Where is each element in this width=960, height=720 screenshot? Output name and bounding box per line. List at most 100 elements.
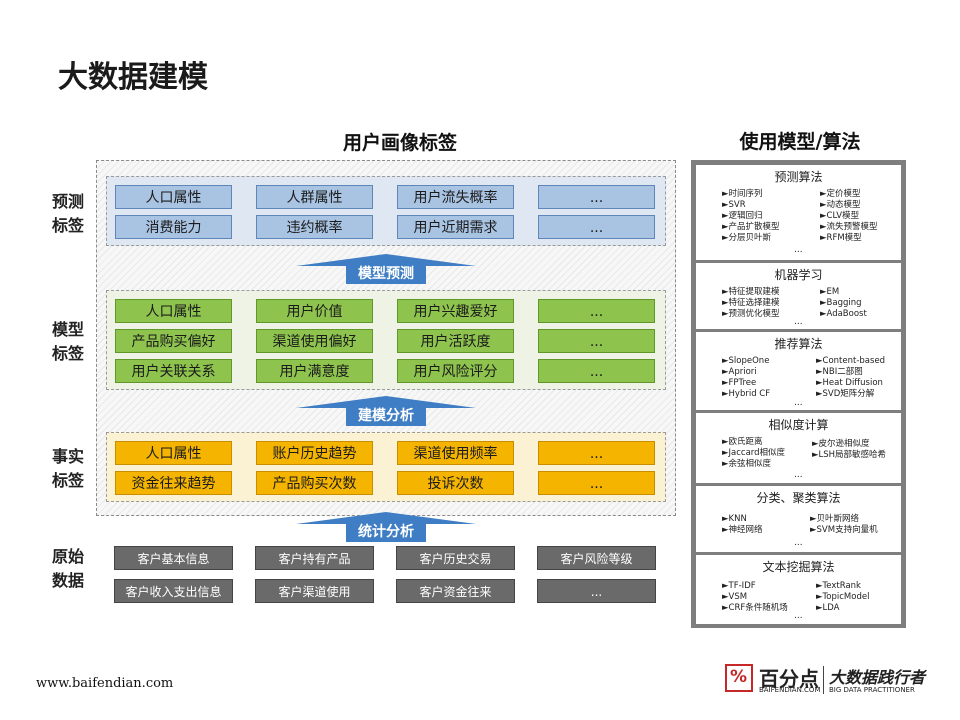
fact-cell: 账户历史趋势 <box>256 441 373 465</box>
algo-box-title: 机器学习 <box>774 268 823 282</box>
model-tag-label: 模型 标签 <box>52 318 84 366</box>
algo-item: ►TF-IDF <box>722 581 756 591</box>
algo-item: ►CRF条件随机场 <box>722 603 788 613</box>
raw-cell: 客户持有产品 <box>255 546 374 570</box>
fact-cell: 渠道使用频率 <box>397 441 514 465</box>
algo-item: ►余弦相似度 <box>722 459 772 469</box>
algo-item: ►动态模型 <box>820 200 861 210</box>
arrow-label: 建模分析 <box>358 408 414 424</box>
raw-cell: 客户资金往来 <box>396 579 515 603</box>
algo-item: ►皮尔逊相似度 <box>812 439 870 449</box>
algo-item: ►分层贝叶斯 <box>722 233 772 243</box>
label-line: 原始 <box>52 547 85 566</box>
label-line: 标签 <box>52 344 85 363</box>
raw-data-band: 客户基本信息 客户持有产品 客户历史交易 客户风险等级 客户收入支出信息 客户渠… <box>106 546 666 606</box>
algo-box-title: 文本挖掘算法 <box>762 560 835 574</box>
logo-slogan: 大数据践行者 <box>829 668 926 687</box>
arrow-head <box>296 512 476 524</box>
arrow-head <box>296 396 476 408</box>
algo-item: ►贝叶斯网络 <box>810 514 860 524</box>
algo-box-title: 分类、聚类算法 <box>756 491 841 505</box>
algo-item: ►逻辑回归 <box>722 211 763 221</box>
algo-item: ►NBI二部图 <box>816 367 863 377</box>
fact-cell: ... <box>538 471 655 495</box>
raw-cell: 客户收入支出信息 <box>114 579 233 603</box>
model-cell: 产品购买偏好 <box>115 329 232 353</box>
model-cell: ... <box>538 329 655 353</box>
predict-tag-label: 预测 标签 <box>52 190 84 238</box>
algo-item: ►SVR <box>722 200 746 210</box>
algo-item: ►Heat Diffusion <box>816 378 883 388</box>
algo-more: ... <box>794 538 803 548</box>
fact-cell: 产品购买次数 <box>256 471 373 495</box>
algo-item: ►FPTree <box>722 378 757 388</box>
algo-item: ►RFM模型 <box>820 233 862 243</box>
models-algorithms-title: 使用模型/算法 <box>739 131 861 153</box>
label-line: 标签 <box>52 471 85 490</box>
algo-item: ►SVD矩阵分解 <box>816 389 875 399</box>
algo-more: ... <box>794 470 803 480</box>
algo-item: ►CLV模型 <box>820 211 860 221</box>
raw-cell: 客户基本信息 <box>114 546 233 570</box>
algo-item: ►特征选择建模 <box>722 298 780 308</box>
model-cell: ... <box>538 359 655 383</box>
label-line: 数据 <box>52 571 85 590</box>
algo-item: ►SVM支持向量机 <box>810 525 878 535</box>
algo-item: ►定价模型 <box>820 189 861 199</box>
algorithms-panel: 预测算法 ►时间序列 ►SVR ►逻辑回归 ►产品扩散模型 ►分层贝叶斯 ►定价… <box>691 160 906 628</box>
arrow-shaft <box>346 408 426 426</box>
algo-box-similarity: 相似度计算 ►欧氏距离 ►Jaccard相似度 ►余弦相似度 ►皮尔逊相似度 ►… <box>696 413 901 483</box>
predict-cell: 人群属性 <box>256 185 373 209</box>
page-title: 大数据建模 <box>58 60 208 95</box>
arrow-shaft <box>346 524 426 542</box>
algo-box-classification-clustering: 分类、聚类算法 ►KNN ►神经网络 ►贝叶斯网络 ►SVM支持向量机 ... <box>696 486 901 552</box>
algo-item: ►TopicModel <box>816 592 870 602</box>
logo-slogan-en: BIG DATA PRACTITIONER <box>829 686 915 694</box>
arrow-head <box>296 254 476 266</box>
algo-item: ►Jaccard相似度 <box>722 448 786 458</box>
label-line: 模型 <box>52 320 85 339</box>
algo-box-prediction: 预测算法 ►时间序列 ►SVR ►逻辑回归 ►产品扩散模型 ►分层贝叶斯 ►定价… <box>696 165 901 260</box>
algo-item: ►神经网络 <box>722 525 763 535</box>
fact-band: 人口属性 账户历史趋势 渠道使用频率 ... 资金往来趋势 产品购买次数 投诉次… <box>106 432 666 502</box>
label-line: 预测 <box>52 192 85 211</box>
fact-cell: 人口属性 <box>115 441 232 465</box>
algo-item: ►Hybrid CF <box>722 389 771 399</box>
model-cell: ... <box>538 299 655 323</box>
predict-band: 人口属性 人群属性 用户流失概率 ... 消费能力 违约概率 用户近期需求 ..… <box>106 176 666 246</box>
algo-item: ►AdaBoost <box>820 309 867 319</box>
profile-tags-title: 用户画像标签 <box>342 132 457 154</box>
predict-cell: 违约概率 <box>256 215 373 239</box>
algo-item: ►VSM <box>722 592 748 602</box>
predict-cell: 用户流失概率 <box>397 185 514 209</box>
label-line: 标签 <box>52 216 85 235</box>
arrow-shaft <box>346 266 426 284</box>
arrow-label: 统计分析 <box>358 524 414 540</box>
algo-box-machine-learning: 机器学习 ►特征提取建模 ►特征选择建模 ►预测优化模型 ►EM ►Baggin… <box>696 263 901 329</box>
algo-item: ►LSH局部敏感哈希 <box>812 450 887 460</box>
fact-tag-label: 事实 标签 <box>52 445 84 493</box>
algo-item: ►特征提取建模 <box>722 287 780 297</box>
raw-data-label: 原始 数据 <box>52 545 84 593</box>
algo-box-title: 预测算法 <box>774 170 823 184</box>
statistical-analysis-arrow: 统计分析 <box>296 510 476 542</box>
algo-box-text-mining: 文本挖掘算法 ►TF-IDF ►VSM ►CRF条件随机场 ►TextRank … <box>696 555 901 624</box>
model-cell: 用户活跃度 <box>397 329 514 353</box>
predict-cell: 用户近期需求 <box>397 215 514 239</box>
predict-cell: 人口属性 <box>115 185 232 209</box>
algo-item: ►KNN <box>722 514 747 524</box>
predict-cell: ... <box>538 215 655 239</box>
algo-more: ... <box>794 317 803 327</box>
fact-cell: ... <box>538 441 655 465</box>
algo-item: ►TextRank <box>816 581 861 591</box>
model-cell: 用户满意度 <box>256 359 373 383</box>
algo-item: ►EM <box>820 287 840 297</box>
model-cell: 用户价值 <box>256 299 373 323</box>
algo-item: ►SlopeOne <box>722 356 770 366</box>
algo-more: ... <box>794 611 803 621</box>
model-cell: 人口属性 <box>115 299 232 323</box>
model-cell: 用户关联关系 <box>115 359 232 383</box>
raw-cell: 客户风险等级 <box>537 546 656 570</box>
raw-cell: 客户渠道使用 <box>255 579 374 603</box>
model-cell: 渠道使用偏好 <box>256 329 373 353</box>
